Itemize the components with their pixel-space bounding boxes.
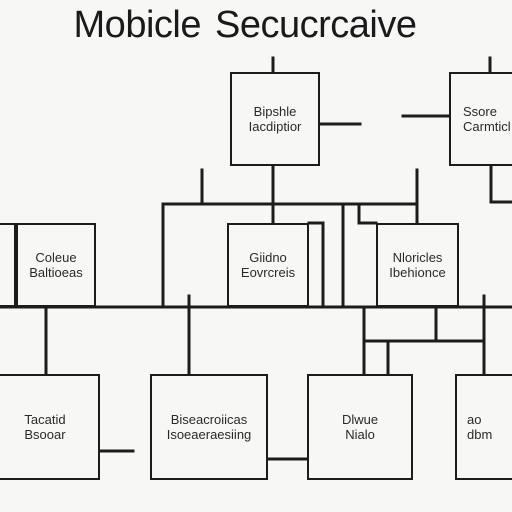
node-label: Dlwue	[341, 412, 379, 427]
diagram-title: Mobicle Secucrcaive	[0, 4, 490, 47]
node-label: Tacatid	[24, 412, 66, 427]
node-top-center: Bipshle Iacdiptior	[230, 72, 320, 166]
node-label: Baltioeas	[29, 265, 83, 280]
node-mid-right: Nloricles Ibehionce	[376, 223, 459, 307]
node-mid-center: Giidno Eovrcreis	[227, 223, 309, 307]
node-label: ao	[467, 412, 482, 427]
node-mid-left-edge	[0, 223, 16, 307]
node-label: Carmticl	[463, 119, 511, 134]
node-label: Nloricles	[392, 250, 443, 265]
node-mid-left: Coleue Baltioeas	[16, 223, 96, 307]
node-bottom-2: Biseacroiicas Isoeaeraesiing	[150, 374, 268, 480]
node-label: Ssore	[463, 104, 497, 119]
node-label: Bipshle	[253, 104, 297, 119]
node-label: Coleue	[35, 250, 77, 265]
node-bottom-1: Tacatid Bsooar	[0, 374, 100, 480]
node-label: Biseacroiicas	[170, 412, 248, 427]
node-label: Iacdiptior	[248, 119, 302, 134]
node-bottom-4: ao dbm	[455, 374, 512, 480]
node-top-right: Ssore Carmticl	[449, 72, 512, 166]
node-bottom-3: Dlwue Nialo	[307, 374, 413, 480]
node-label: Ibehionce	[389, 265, 446, 280]
node-label: Eovrcreis	[240, 265, 296, 280]
title-word-1: Mobicle	[73, 4, 202, 46]
node-label: dbm	[467, 427, 493, 442]
node-label: Giidno	[249, 250, 287, 265]
connector	[489, 164, 512, 204]
node-label: Bsooar	[24, 427, 66, 442]
title-word-2: Secucrcaive	[214, 4, 417, 46]
node-label: Nialo	[345, 427, 375, 442]
node-label: Isoeaeraesiing	[166, 427, 252, 442]
